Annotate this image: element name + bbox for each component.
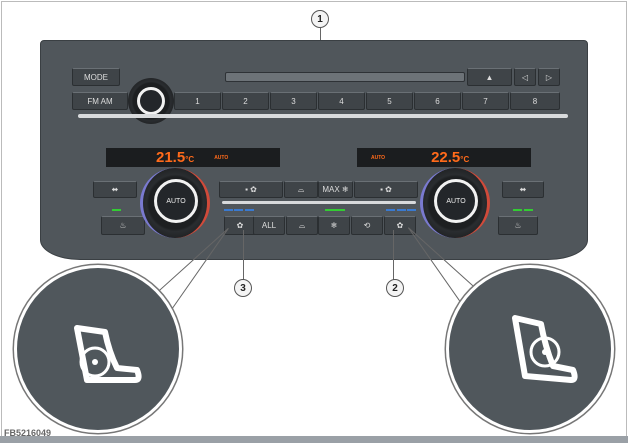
seat-heating-icon: ♨ xyxy=(119,221,127,230)
air-distribution-right-button[interactable]: ⬌ xyxy=(502,181,544,198)
left-fan-button[interactable]: ▪ ✿ xyxy=(219,181,283,198)
air-distribution-icon: ⬌ xyxy=(519,185,527,194)
preset-5[interactable]: 5 xyxy=(366,92,413,110)
callout-2: 2 xyxy=(386,279,404,297)
seek-back-icon: ◁ xyxy=(521,72,529,82)
right-seat-ventilation-button[interactable]: ✿ xyxy=(384,216,416,235)
preset-3[interactable]: 3 xyxy=(270,92,317,110)
left-temperature: 21.5 xyxy=(156,149,186,166)
seek-forward-button[interactable]: ▷ xyxy=(538,68,560,86)
chrome-strip xyxy=(78,114,568,118)
led xyxy=(397,209,406,211)
seat-ventilation-icon xyxy=(512,315,578,383)
right-temp-unit: °C xyxy=(460,155,470,164)
magnified-right-seat-ventilation xyxy=(446,265,614,433)
recirculation-icon: ⟲ xyxy=(363,221,371,230)
right-fan-button[interactable]: ▪ ✿ xyxy=(354,181,418,198)
snowflake-icon: ❄ xyxy=(330,221,338,230)
right-temperature-knob[interactable]: AUTO xyxy=(420,168,490,238)
rear-defrost-button[interactable]: ⌓ xyxy=(286,216,318,235)
magnified-left-seat-ventilation xyxy=(14,265,182,433)
seek-back-button[interactable]: ◁ xyxy=(514,68,536,86)
fan-icon: ▪ ✿ xyxy=(380,185,392,194)
preset-1[interactable]: 1 xyxy=(174,92,221,110)
all-button[interactable]: ALL xyxy=(253,216,285,235)
left-temp-unit: °C xyxy=(185,155,195,164)
seat-ventilation-icon: ✿ xyxy=(236,221,244,230)
recirculation-button[interactable]: ⟲ xyxy=(351,216,383,235)
right-temperature: 22.5 xyxy=(431,149,461,166)
rear-defrost-icon: ⌓ xyxy=(298,220,306,230)
preset-4[interactable]: 4 xyxy=(318,92,365,110)
figure-code: FB5216049 xyxy=(4,428,52,438)
fan-icon: ▪ ✿ xyxy=(245,185,257,194)
chrome-strip-center xyxy=(222,201,416,204)
led xyxy=(524,209,533,211)
fm-am-button[interactable]: FM AM xyxy=(72,92,128,110)
seat-ventilation-icon: ✿ xyxy=(396,221,404,230)
seek-forward-icon: ▷ xyxy=(545,72,553,82)
preset-2[interactable]: 2 xyxy=(222,92,269,110)
led xyxy=(513,209,522,211)
preset-7[interactable]: 7 xyxy=(462,92,509,110)
led xyxy=(407,209,416,211)
eject-icon: ▲ xyxy=(485,72,494,82)
seat-heating-icon: ♨ xyxy=(514,221,522,230)
bottom-bar xyxy=(0,436,628,443)
left-climate-display: 21.5°C AUTO xyxy=(106,148,280,167)
led xyxy=(224,209,233,211)
mode-button[interactable]: MODE xyxy=(72,68,120,86)
right-auto-button[interactable]: AUTO xyxy=(434,179,478,223)
cd-slot xyxy=(225,72,465,82)
front-defrost-button[interactable]: ⌓ xyxy=(284,181,318,198)
air-distribution-left-button[interactable]: ⬌ xyxy=(93,181,137,198)
left-seat-heating-button[interactable]: ♨ xyxy=(101,216,145,235)
air-distribution-icon: ⬌ xyxy=(111,185,119,194)
led xyxy=(234,209,243,211)
leader-line-2 xyxy=(393,230,394,280)
left-auto-fan-indicator: AUTO xyxy=(214,154,229,161)
max-ac-button[interactable]: MAX ❄ xyxy=(318,181,353,198)
left-temperature-knob[interactable]: AUTO xyxy=(140,168,210,238)
ac-button[interactable]: ❄ xyxy=(318,216,350,235)
preset-8[interactable]: 8 xyxy=(510,92,560,110)
right-auto-fan-indicator: AUTO xyxy=(371,154,386,161)
left-auto-button[interactable]: AUTO xyxy=(154,179,198,223)
led xyxy=(245,209,254,211)
eject-button[interactable]: ▲ xyxy=(467,68,512,86)
seat-ventilation-icon xyxy=(74,325,142,383)
callout-1: 1 xyxy=(311,10,329,28)
right-climate-display: AUTO 22.5°C xyxy=(357,148,531,167)
defrost-icon: ⌓ xyxy=(297,184,305,194)
left-seat-ventilation-button[interactable]: ✿ xyxy=(224,216,256,235)
right-seat-heating-button[interactable]: ♨ xyxy=(498,216,538,235)
preset-6[interactable]: 6 xyxy=(414,92,461,110)
led xyxy=(386,209,395,211)
leader-line-3 xyxy=(243,230,244,280)
led xyxy=(112,209,121,211)
led xyxy=(325,209,345,211)
callout-3: 3 xyxy=(234,279,252,297)
